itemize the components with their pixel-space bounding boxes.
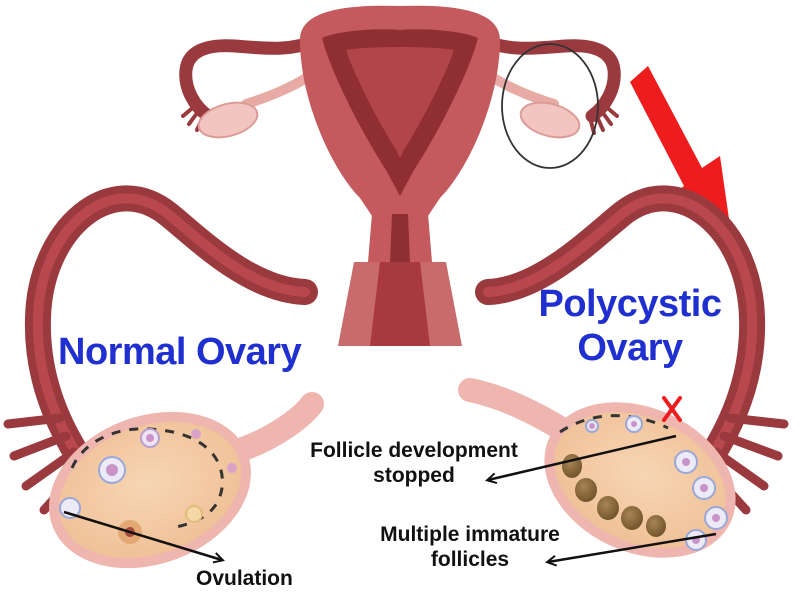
polycystic-ovary-label: Polycystic Ovary (520, 282, 740, 370)
red-arrow-icon (630, 66, 730, 226)
follicle-label-line1: Follicle development (310, 439, 518, 462)
highlight-circle-icon (501, 43, 599, 169)
follicle-development-arrow (488, 434, 677, 480)
follicle-development-label: Follicle development stopped (300, 438, 528, 488)
right-ovary-small (519, 101, 581, 139)
right-fallopian-tube (475, 33, 621, 123)
normal-ovary-illustration (3, 185, 324, 569)
multiple-label-line1: Multiple immature (380, 523, 560, 546)
left-fallopian-tube (179, 33, 325, 123)
ovulation-arrow (63, 510, 222, 560)
ovulation-label: Ovulation (196, 567, 293, 590)
right-fimbriae (587, 103, 619, 135)
multiple-follicles-label: Multiple immature follicles (370, 522, 570, 572)
ovarian-cysts (562, 454, 666, 537)
left-ovary-small (197, 101, 259, 139)
polycystic-label-line2: Ovary (577, 327, 683, 369)
uterus-top (179, 5, 621, 346)
follicle-label-line2: stopped (373, 464, 455, 487)
multiple-follicles-arrow (548, 532, 717, 562)
polycystic-label-line1: Polycystic (538, 283, 723, 325)
polycystic-ovary-illustration (458, 185, 789, 558)
multiple-label-line2: follicles (430, 548, 510, 571)
red-x-icon (662, 396, 682, 422)
normal-ovary-label: Normal Ovary (58, 331, 302, 373)
